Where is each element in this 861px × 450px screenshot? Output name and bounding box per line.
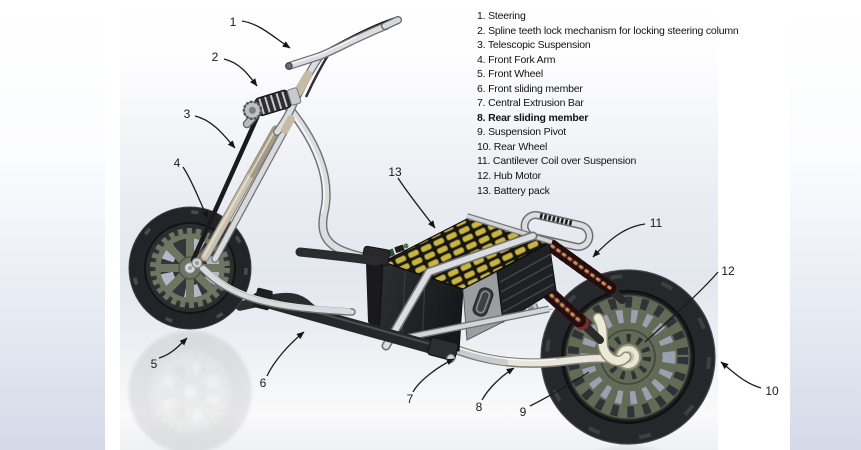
- spline-lock-mechanism: [242, 87, 302, 129]
- callout-number-6: 6: [260, 376, 267, 390]
- legend-item-4: 4. Front Fork Arm: [477, 53, 556, 66]
- callout-number-11: 11: [650, 216, 663, 230]
- legend-item-2: 2. Spline teeth lock mechanism for locki…: [477, 24, 739, 37]
- callout-number-8: 8: [476, 400, 483, 414]
- front-fork: [190, 110, 290, 269]
- callout-number-3: 3: [184, 107, 191, 121]
- callout-number-9: 9: [520, 405, 527, 419]
- callout-number-7: 7: [407, 392, 414, 406]
- legend-item-9: 9. Suspension Pivot: [477, 126, 567, 139]
- left-edge-gradient: [0, 0, 105, 450]
- handlebar: [285, 16, 402, 70]
- telescopic-suspension-rod: [190, 110, 262, 263]
- callout-number-13: 13: [388, 165, 402, 179]
- callout-number-1: 1: [230, 15, 237, 29]
- legend-item-5: 5. Front Wheel: [477, 68, 544, 81]
- legend-item-12: 12. Hub Motor: [477, 170, 541, 183]
- callout-number-10: 10: [765, 384, 779, 398]
- callout-number-2: 2: [212, 50, 219, 64]
- legend-item-13: 13. Battery pack: [477, 184, 550, 197]
- right-edge-gradient: [790, 0, 861, 450]
- parts-legend: 1. Steering 2. Spline teeth lock mechani…: [477, 9, 739, 198]
- legend-item-6: 6. Front sliding member: [477, 82, 583, 95]
- callout-number-12: 12: [721, 264, 735, 278]
- callout-number-4: 4: [174, 156, 181, 170]
- legend-item-10: 10. Rear Wheel: [477, 140, 548, 153]
- legend-item-1: 1. Steering: [477, 10, 526, 22]
- steering-column: [273, 51, 332, 136]
- legend-item-3: 3. Telescopic Suspension: [477, 39, 591, 52]
- legend-item-11: 11. Cantilever Coil over Suspension: [477, 155, 637, 168]
- callout-labels: 1 2 3 4 5 6 7 8 9 10 11 12 13: [151, 15, 779, 419]
- legend-item-8: 8. Rear sliding member: [477, 111, 589, 124]
- battery-pack: [366, 213, 557, 352]
- callout-number-5: 5: [151, 357, 158, 371]
- legend-item-7: 7. Central Extrusion Bar: [477, 97, 584, 110]
- callout-arrows: [158, 20, 762, 407]
- front-sliding-member: [198, 264, 356, 316]
